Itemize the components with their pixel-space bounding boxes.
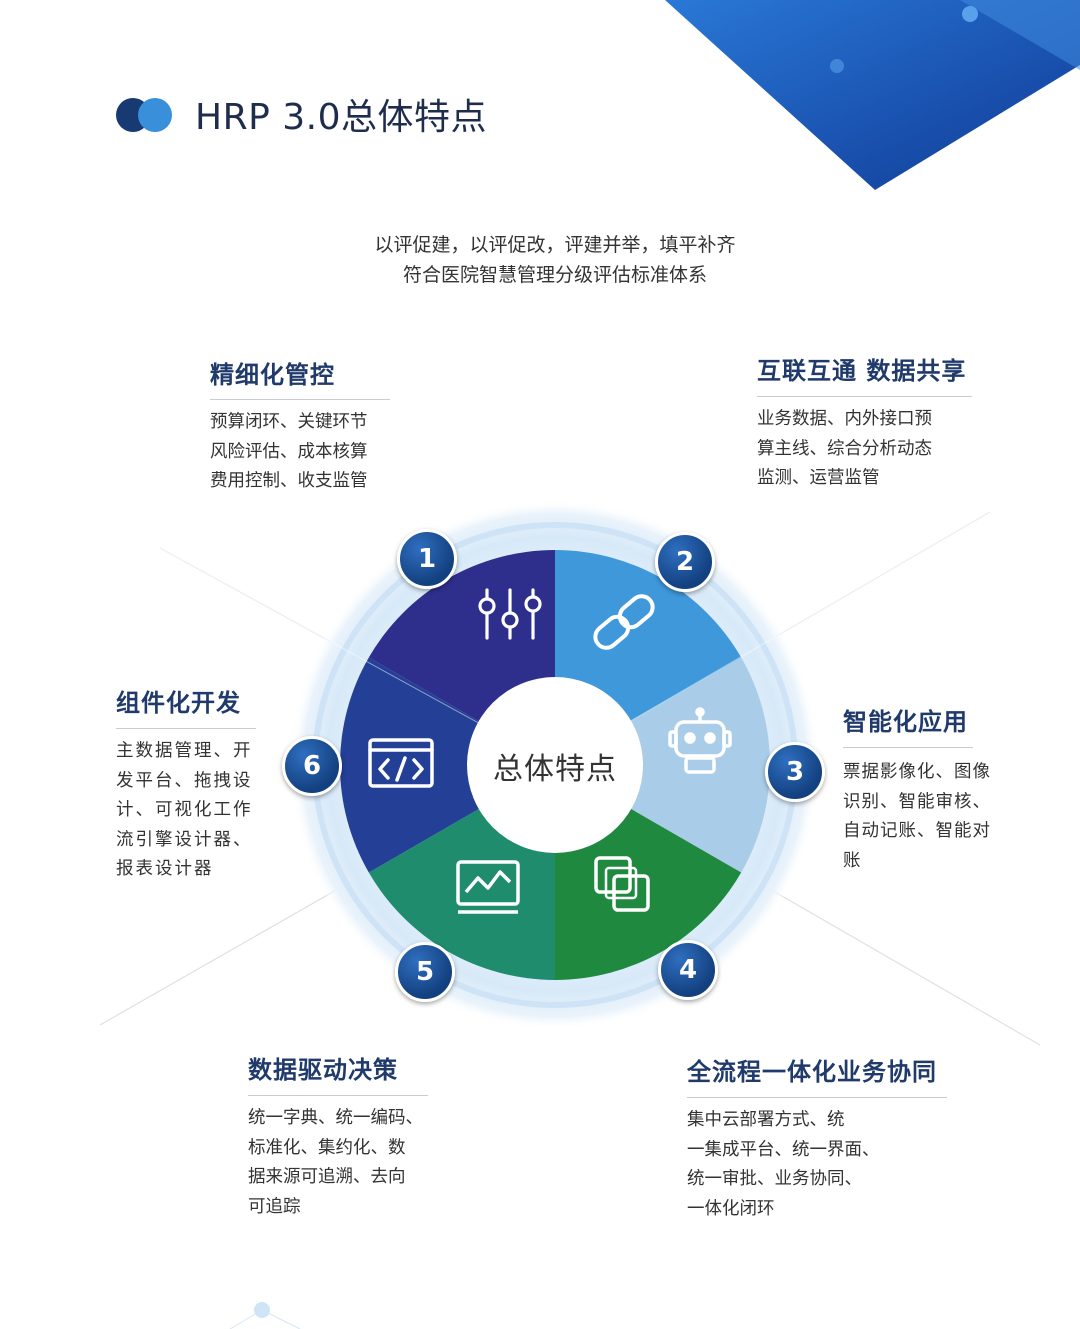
feature-1-title: 精细化管控 — [210, 361, 335, 389]
badge-6: 6 — [282, 736, 342, 796]
feature-1-desc: 预算闭环、关键环节 风险评估、成本核算 费用控制、收支监管 — [210, 412, 368, 491]
feature-5-rule — [248, 1095, 428, 1096]
feature-5: 数据驱动决策 统一字典、统一编码、 标准化、集约化、数 据来源可追溯、去向 可追… — [248, 1050, 468, 1222]
feature-5-title: 数据驱动决策 — [248, 1056, 398, 1084]
logo-dot-light — [138, 98, 172, 132]
intro-line-2: 符合医院智慧管理分级评估标准体系 — [402, 264, 707, 286]
bottom-decoration — [229, 1302, 301, 1329]
feature-3-title: 智能化应用 — [843, 708, 968, 736]
sliders-icon — [478, 588, 542, 640]
feature-1-rule — [210, 399, 390, 400]
feature-3-rule — [843, 747, 973, 748]
feature-2-rule — [757, 396, 972, 397]
feature-4: 全流程一体化业务协同 集中云部署方式、统 一集成平台、统一界面、 统一审批、业务… — [687, 1052, 977, 1224]
center-circle — [467, 677, 643, 853]
feature-6-title: 组件化开发 — [116, 689, 241, 717]
badge-3: 3 — [765, 742, 825, 802]
feature-6: 组件化开发 主数据管理、开 发平台、拖拽设 计、可视化工作 流引擎设计器、 报表… — [116, 683, 296, 885]
feature-2: 互联互通 数据共享 业务数据、内外接口预 算主线、综合分析动态 监测、运营监管 — [757, 351, 997, 494]
layers-icon — [594, 856, 650, 912]
segment-6 — [340, 657, 555, 873]
intro-text: 以评促建，以评促改，评建并举，填平补齐 符合医院智慧管理分级评估标准体系 — [0, 230, 1080, 290]
intro-line-1: 以评促建，以评促改，评建并举，填平补齐 — [374, 234, 736, 256]
segment-3 — [555, 657, 770, 873]
title-logo — [116, 98, 176, 134]
code-icon — [368, 738, 434, 788]
feature-4-title: 全流程一体化业务协同 — [687, 1058, 937, 1086]
feature-1: 精细化管控 预算闭环、关键环节 风险评估、成本核算 费用控制、收支监管 — [210, 355, 410, 497]
feature-2-desc: 业务数据、内外接口预 算主线、综合分析动态 监测、运营监管 — [757, 409, 932, 488]
feature-2-title: 互联互通 数据共享 — [757, 357, 967, 385]
feature-3: 智能化应用 票据影像化、图像 识别、智能审核、 自动记账、智能对 账 — [843, 702, 1023, 876]
chart-monitor-icon — [456, 860, 520, 914]
feature-4-rule — [687, 1097, 947, 1098]
page-title: HRP 3.0总体特点 — [195, 97, 487, 138]
center-label: 总体特点 — [493, 752, 617, 787]
badge-2: 2 — [655, 532, 715, 592]
feature-6-desc: 主数据管理、开 发平台、拖拽设 计、可视化工作 流引擎设计器、 报表设计器 — [116, 741, 253, 879]
feature-5-desc: 统一字典、统一编码、 标准化、集约化、数 据来源可追溯、去向 可追踪 — [248, 1108, 423, 1217]
feature-6-rule — [116, 728, 256, 729]
badge-5: 5 — [395, 942, 455, 1002]
feature-4-desc: 集中云部署方式、统 一集成平台、统一界面、 统一审批、业务协同、 一体化闭环 — [687, 1110, 880, 1219]
link-icon — [593, 594, 655, 650]
feature-3-desc: 票据影像化、图像 识别、智能审核、 自动记账、智能对 账 — [843, 762, 991, 871]
badge-4: 4 — [658, 940, 718, 1000]
corner-decoration — [665, 0, 1080, 190]
robot-icon — [668, 707, 732, 774]
badge-1: 1 — [397, 529, 457, 589]
